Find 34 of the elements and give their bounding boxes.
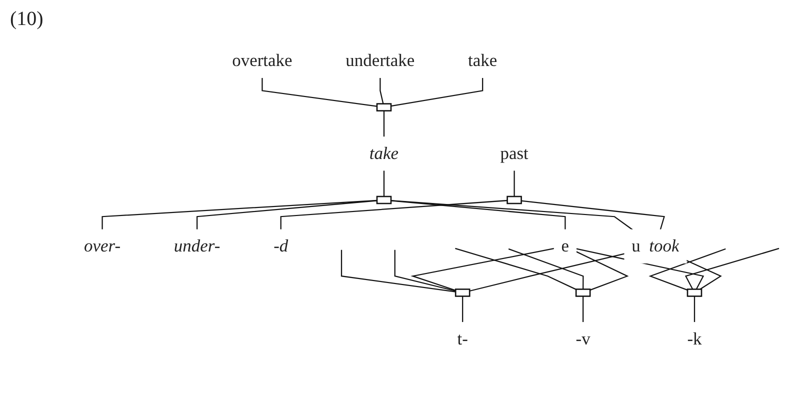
morpheme-label: u took [624, 229, 687, 264]
connector-line [648, 248, 726, 291]
example-number: (10) [10, 8, 44, 31]
connector-line [508, 248, 584, 290]
connector-line [262, 78, 378, 107]
junction-bracket [454, 288, 470, 297]
junction-bracket [575, 288, 591, 297]
connector-line [196, 200, 378, 230]
connector-line [521, 200, 665, 230]
connector-line [390, 78, 484, 107]
connector-line [380, 78, 384, 104]
connector-line [694, 296, 696, 322]
connector-line [394, 250, 456, 292]
connector-line [455, 248, 576, 290]
connector-line [469, 253, 625, 292]
connector-line [383, 170, 385, 196]
connector-line [576, 248, 704, 290]
junction-bracket [376, 196, 392, 204]
connector-line [514, 170, 515, 196]
connector-line [462, 296, 464, 322]
connector-line [576, 251, 629, 291]
junction-bracket [376, 103, 392, 112]
connector-line [410, 248, 554, 291]
connector-line [390, 200, 566, 230]
connector-line [686, 260, 722, 290]
connector-line [280, 200, 508, 230]
junction-bracket [686, 288, 702, 297]
connector-line [390, 200, 633, 230]
connector-line [383, 110, 385, 138]
connector-line [340, 250, 456, 292]
connector-line [102, 200, 378, 230]
junction-bracket [506, 196, 522, 204]
connector-line [582, 296, 584, 322]
connector-line [684, 248, 780, 290]
